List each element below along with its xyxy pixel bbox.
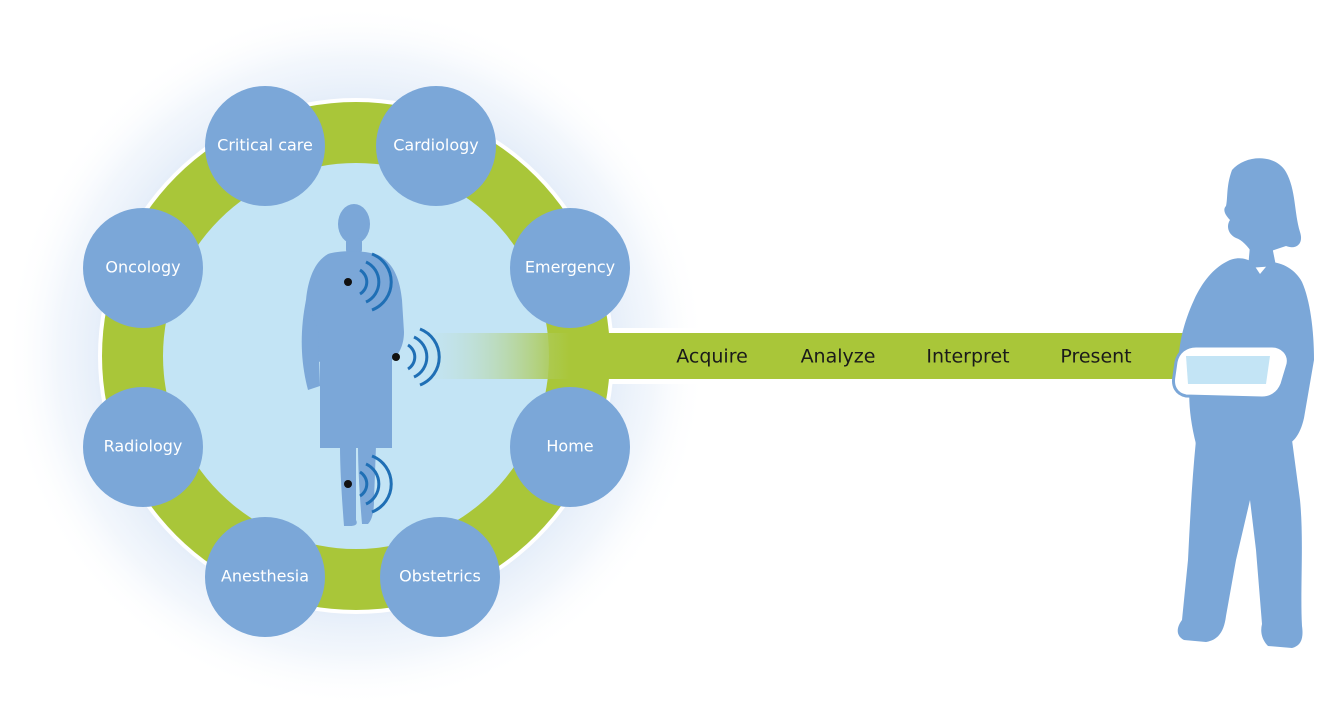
specialty-label: Home <box>546 437 593 456</box>
wireless-sensor-icon <box>344 454 393 514</box>
step-acquire: Acquire <box>676 346 748 368</box>
specialty-label: Anesthesia <box>221 567 309 586</box>
specialty-label: Cardiology <box>393 136 479 155</box>
specialty-node-cardiology: Cardiology <box>376 86 496 206</box>
step-analyze: Analyze <box>801 346 876 368</box>
specialty-node-home: Home <box>510 387 630 507</box>
specialty-label: Radiology <box>104 437 183 456</box>
specialty-node-oncology: Oncology <box>83 208 203 328</box>
specialty-label: Critical care <box>217 136 313 155</box>
specialty-label: Oncology <box>105 258 180 277</box>
tablet-icon <box>1172 344 1290 400</box>
wireless-sensor-icon <box>392 327 441 387</box>
workflow-band <box>556 333 1196 379</box>
specialty-label: Emergency <box>525 258 615 277</box>
step-interpret: Interpret <box>926 346 1009 368</box>
specialty-node-obstetrics: Obstetrics <box>380 517 500 637</box>
wireless-sensor-icon <box>344 252 393 312</box>
specialty-node-critical-care: Critical care <box>205 86 325 206</box>
specialty-label: Obstetrics <box>399 567 481 586</box>
specialty-node-emergency: Emergency <box>510 208 630 328</box>
clinician-silhouette-icon <box>1177 158 1314 648</box>
patient-silhouette-icon <box>301 204 404 526</box>
specialty-node-anesthesia: Anesthesia <box>205 517 325 637</box>
step-present: Present <box>1060 346 1131 368</box>
specialty-node-radiology: Radiology <box>83 387 203 507</box>
